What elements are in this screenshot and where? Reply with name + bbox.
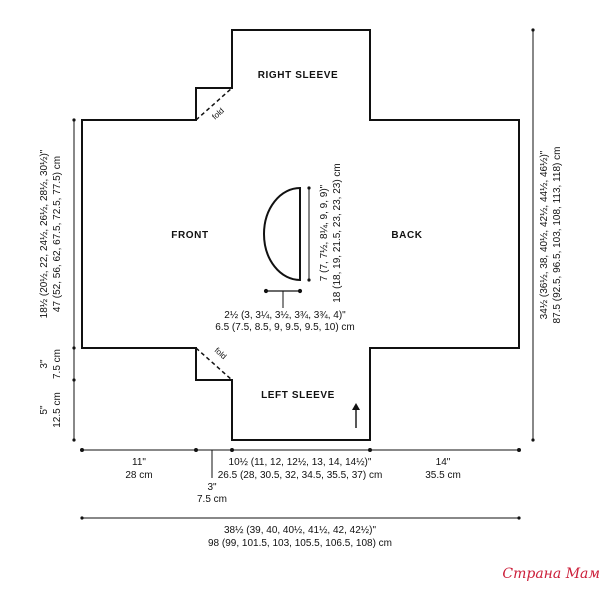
watermark-logo: Страна Мам bbox=[502, 566, 600, 582]
front-label: FRONT bbox=[171, 230, 208, 241]
fold-label-top: fold bbox=[210, 106, 226, 121]
fold-offset-cm: 7.5 cm bbox=[197, 494, 227, 505]
body-height-in: 18½ (20½, 22, 24½, 26½, 28½, 30½)" bbox=[39, 149, 50, 318]
sleeve-upper-in: 3" bbox=[39, 359, 50, 369]
sleeve-width-cm: 26.5 (28, 30.5, 32, 34.5, 35.5, 37) cm bbox=[218, 470, 383, 481]
sleeve-upper-cm: 7.5 cm bbox=[52, 349, 63, 379]
left-sleeve-label: LEFT SLEEVE bbox=[261, 390, 335, 401]
fold-offset-in: 3" bbox=[207, 482, 217, 493]
total-width-cm: 98 (99, 101.5, 103, 105.5, 106.5, 108) c… bbox=[208, 538, 392, 549]
right-sleeve-label: RIGHT SLEEVE bbox=[258, 70, 339, 81]
fold-label-bottom: fold bbox=[213, 346, 229, 361]
neck-opening bbox=[263, 186, 301, 282]
neck-depth-in: 7 (7, 7½, 8¼, 9, 9, 9)" bbox=[318, 184, 330, 281]
neck-width-cm: 6.5 (7.5, 8.5, 9, 9.5, 9.5, 10) cm bbox=[215, 322, 355, 333]
fold-line-bottom bbox=[195, 347, 233, 381]
right-width-in: 14" bbox=[436, 457, 451, 468]
neck-depth-cm: 18 (18, 19, 21.5, 23, 23, 23) cm bbox=[332, 163, 343, 303]
garment-outline bbox=[81, 29, 520, 441]
total-width-in: 38½ (39, 40, 40½, 41½, 42, 42½)" bbox=[224, 525, 376, 536]
sleeve-lower-in: 5" bbox=[39, 405, 50, 415]
left-width-cm: 28 cm bbox=[125, 470, 152, 481]
sleeve-width-in: 10½ (11, 12, 12½, 13, 14, 14½)" bbox=[229, 457, 372, 468]
grain-arrow-head bbox=[352, 403, 360, 410]
right-width-cm: 35.5 cm bbox=[425, 470, 461, 481]
left-width-in: 11" bbox=[132, 457, 146, 468]
total-height-in: 34½ (36½, 38, 40½, 42½, 44½, 46½)" bbox=[539, 150, 550, 319]
back-label: BACK bbox=[391, 230, 422, 241]
neck-width-in: 2½ (3, 3¼, 3½, 3¾, 3¾, 4)" bbox=[224, 309, 346, 321]
sleeve-lower-cm: 12.5 cm bbox=[52, 392, 63, 428]
fold-line-top bbox=[195, 87, 233, 121]
body-height-cm: 47 (52, 56, 62, 67.5, 72.5, 77.5) cm bbox=[52, 156, 63, 312]
total-height-cm: 87.5 (92.5, 96.5, 103, 108, 113, 118) cm bbox=[552, 147, 563, 324]
